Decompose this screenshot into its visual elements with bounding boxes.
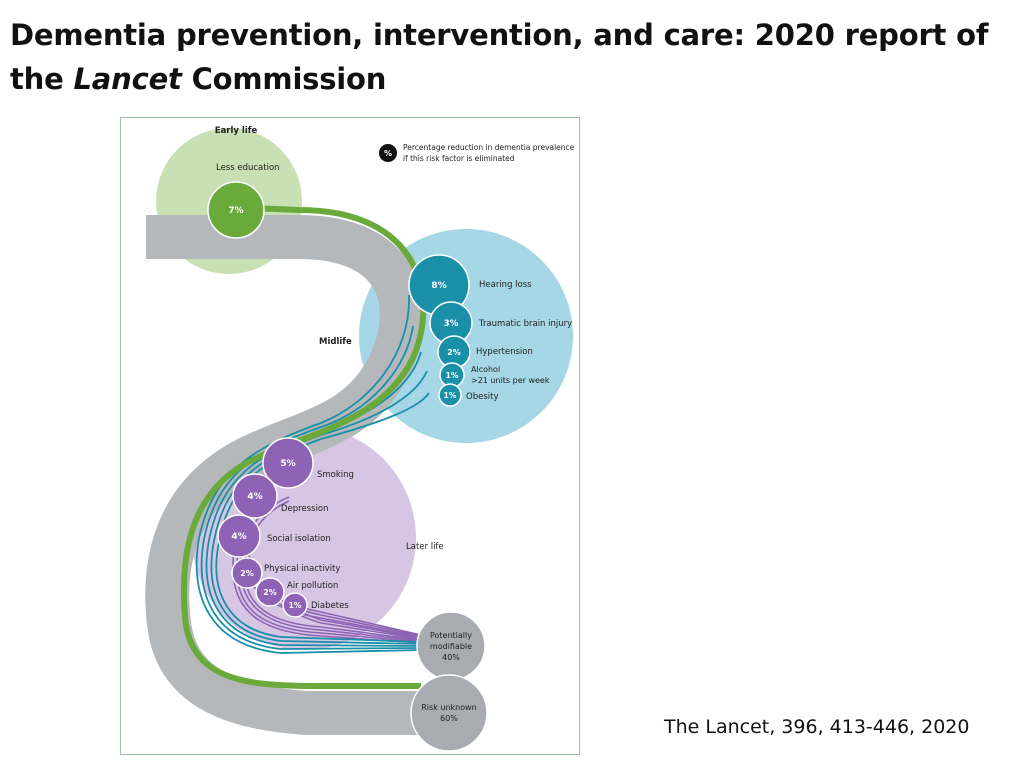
risk-unknown-circle xyxy=(410,674,488,752)
legend-symbol: % xyxy=(384,149,392,158)
depression-pct: 4% xyxy=(247,492,262,502)
citation: The Lancet, 396, 413-446, 2020 xyxy=(664,716,970,738)
early-life-label: Early life xyxy=(215,126,258,136)
slide-title-prefix: Dementia prevention, intervention, and c… xyxy=(10,18,989,96)
obesity-pct: 1% xyxy=(444,391,457,400)
alcohol-label-line-1: Alcohol xyxy=(471,365,500,374)
obesity-label: Obesity xyxy=(466,392,498,402)
alcohol-pct: 1% xyxy=(446,371,459,380)
risk-factor-diagram: % Percentage reduction in dementia preva… xyxy=(145,126,575,752)
slide-title: Dementia prevention, intervention, and c… xyxy=(10,14,1020,101)
legend-circle xyxy=(379,144,397,162)
hearing-loss-label: Hearing loss xyxy=(479,280,532,290)
air-pollution-label: Air pollution xyxy=(287,581,338,591)
slide-title-suffix: Commission xyxy=(181,61,387,96)
diabetes-pct: 1% xyxy=(289,601,302,610)
physical-inactivity-label: Physical inactivity xyxy=(264,564,340,574)
slide-title-italic: Lancet xyxy=(73,61,182,96)
social-isolation-bubble xyxy=(217,514,261,558)
legend-line-2: if this risk factor is eliminated xyxy=(403,154,515,163)
air-pollution-pct: 2% xyxy=(263,588,277,597)
social-isolation-label: Social isolation xyxy=(267,534,331,544)
hypertension-label: Hypertension xyxy=(476,347,533,357)
less-education-bubble xyxy=(207,181,265,239)
alcohol-label-line-2: >21 units per week xyxy=(471,376,550,385)
less-education-pct: 7% xyxy=(228,206,243,216)
depression-bubble xyxy=(232,473,278,519)
legend-line-1: Percentage reduction in dementia prevale… xyxy=(403,143,575,152)
potentially-modifiable-line-1: Potentially xyxy=(430,631,472,640)
traumatic-brain-injury-label: Traumatic brain injury xyxy=(478,319,572,329)
later-life-label: Later life xyxy=(406,542,444,552)
potentially-modifiable-pct: 40% xyxy=(442,653,460,662)
diabetes-label: Diabetes xyxy=(311,601,349,611)
traumatic-brain-injury-pct: 3% xyxy=(444,319,459,329)
physical-inactivity-bubble xyxy=(231,557,263,589)
risk-unknown-pct: 60% xyxy=(440,714,458,723)
smoking-bubble xyxy=(262,437,314,489)
midlife-label: Midlife xyxy=(319,337,352,347)
physical-inactivity-pct: 2% xyxy=(240,569,254,578)
potentially-modifiable-line-2: modifiable xyxy=(430,642,472,651)
hypertension-pct: 2% xyxy=(447,348,461,357)
hearing-loss-pct: 8% xyxy=(431,281,446,291)
social-isolation-pct: 4% xyxy=(231,532,246,542)
lancet-risk-factor-figure: % Percentage reduction in dementia preva… xyxy=(120,117,580,755)
smoking-pct: 5% xyxy=(280,459,295,469)
air-pollution-bubble xyxy=(255,577,285,607)
less-education-label: Less education xyxy=(216,163,280,173)
diabetes-bubble xyxy=(282,592,308,618)
smoking-label: Smoking xyxy=(317,470,354,480)
risk-unknown-line-1: Risk unknown xyxy=(421,703,476,712)
obesity-bubble xyxy=(438,383,462,407)
depression-label: Depression xyxy=(281,504,329,514)
